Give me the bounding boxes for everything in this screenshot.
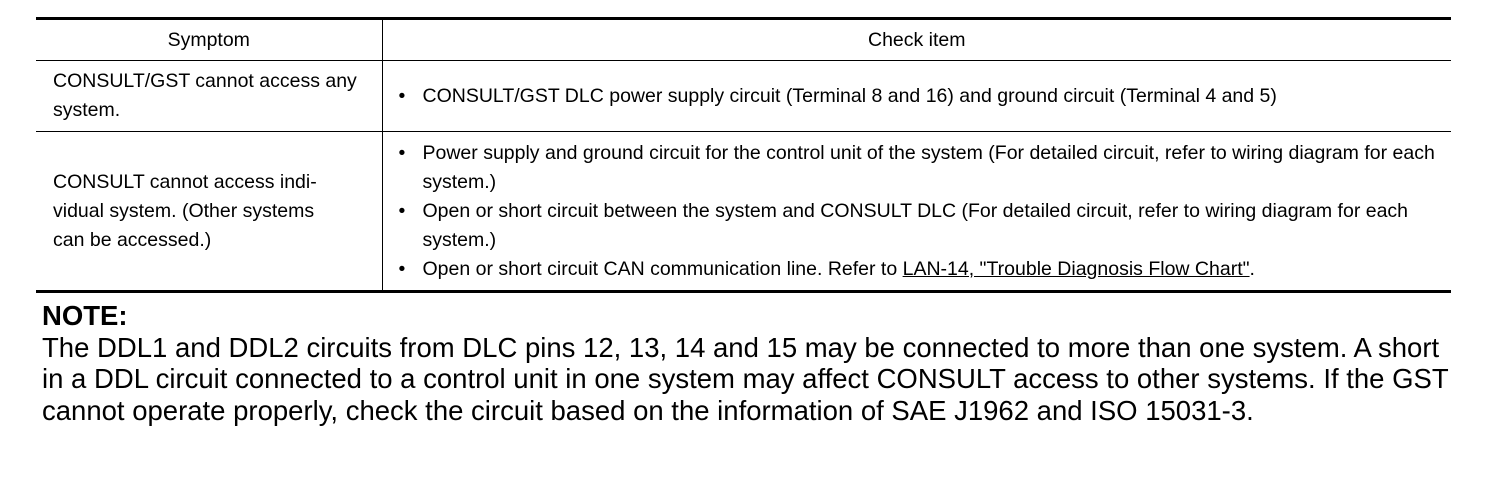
bullet-icon: •: [398, 141, 406, 164]
symptom-cell: CONSULT/GST cannot access any system.: [36, 60, 383, 132]
table-header-row: Symptom Check item: [36, 18, 1451, 61]
check-item: • Open or short circuit between the syst…: [399, 197, 1444, 255]
bullet-icon: •: [398, 84, 406, 107]
check-item-text: Power supply and ground circuit for the …: [422, 141, 1435, 193]
table-row: CONSULT cannot access indi- vidual syste…: [36, 131, 1451, 292]
bullet-icon: •: [398, 199, 406, 222]
check-item: • Power supply and ground circuit for th…: [399, 139, 1444, 197]
check-item-suffix: .: [1249, 257, 1255, 280]
symptom-cell: CONSULT cannot access indi- vidual syste…: [36, 131, 383, 292]
note-body: The DDL1 and DDL2 circuits from DLC pins…: [42, 331, 1449, 426]
check-cell: • CONSULT/GST DLC power supply circuit (…: [382, 61, 1451, 132]
trouble-diagnosis-flow-chart-link[interactable]: LAN-14, "Trouble Diagnosis Flow Chart": [902, 257, 1250, 280]
symptom-line: CONSULT cannot access indi-: [53, 170, 317, 193]
check-item: • CONSULT/GST DLC power supply circuit (…: [399, 82, 1444, 111]
check-list: • CONSULT/GST DLC power supply circuit (…: [399, 82, 1444, 111]
header-symptom: Symptom: [36, 18, 383, 61]
header-check-item: Check item: [867, 28, 966, 51]
check-list: • Power supply and ground circuit for th…: [399, 139, 1444, 284]
check-item: • Open or short circuit CAN communicatio…: [399, 255, 1444, 284]
check-item-text: Open or short circuit CAN communication …: [422, 257, 903, 280]
symptom-line: vidual system. (Other systems: [53, 199, 315, 222]
symptom-line: can be accessed.): [53, 228, 212, 251]
note-section: NOTE: The DDL1 and DDL2 circuits from DL…: [42, 300, 1457, 426]
diagnosis-table: Symptom Check item CONSULT/GST cannot ac…: [36, 17, 1451, 293]
check-cell: • Power supply and ground circuit for th…: [382, 132, 1451, 292]
note-title: NOTE:: [42, 300, 128, 331]
check-item-text: Open or short circuit between the system…: [422, 199, 1409, 251]
bullet-icon: •: [398, 257, 406, 280]
table-row: CONSULT/GST cannot access any system. • …: [36, 60, 1451, 132]
check-item-text: CONSULT/GST DLC power supply circuit (Te…: [422, 84, 1277, 107]
